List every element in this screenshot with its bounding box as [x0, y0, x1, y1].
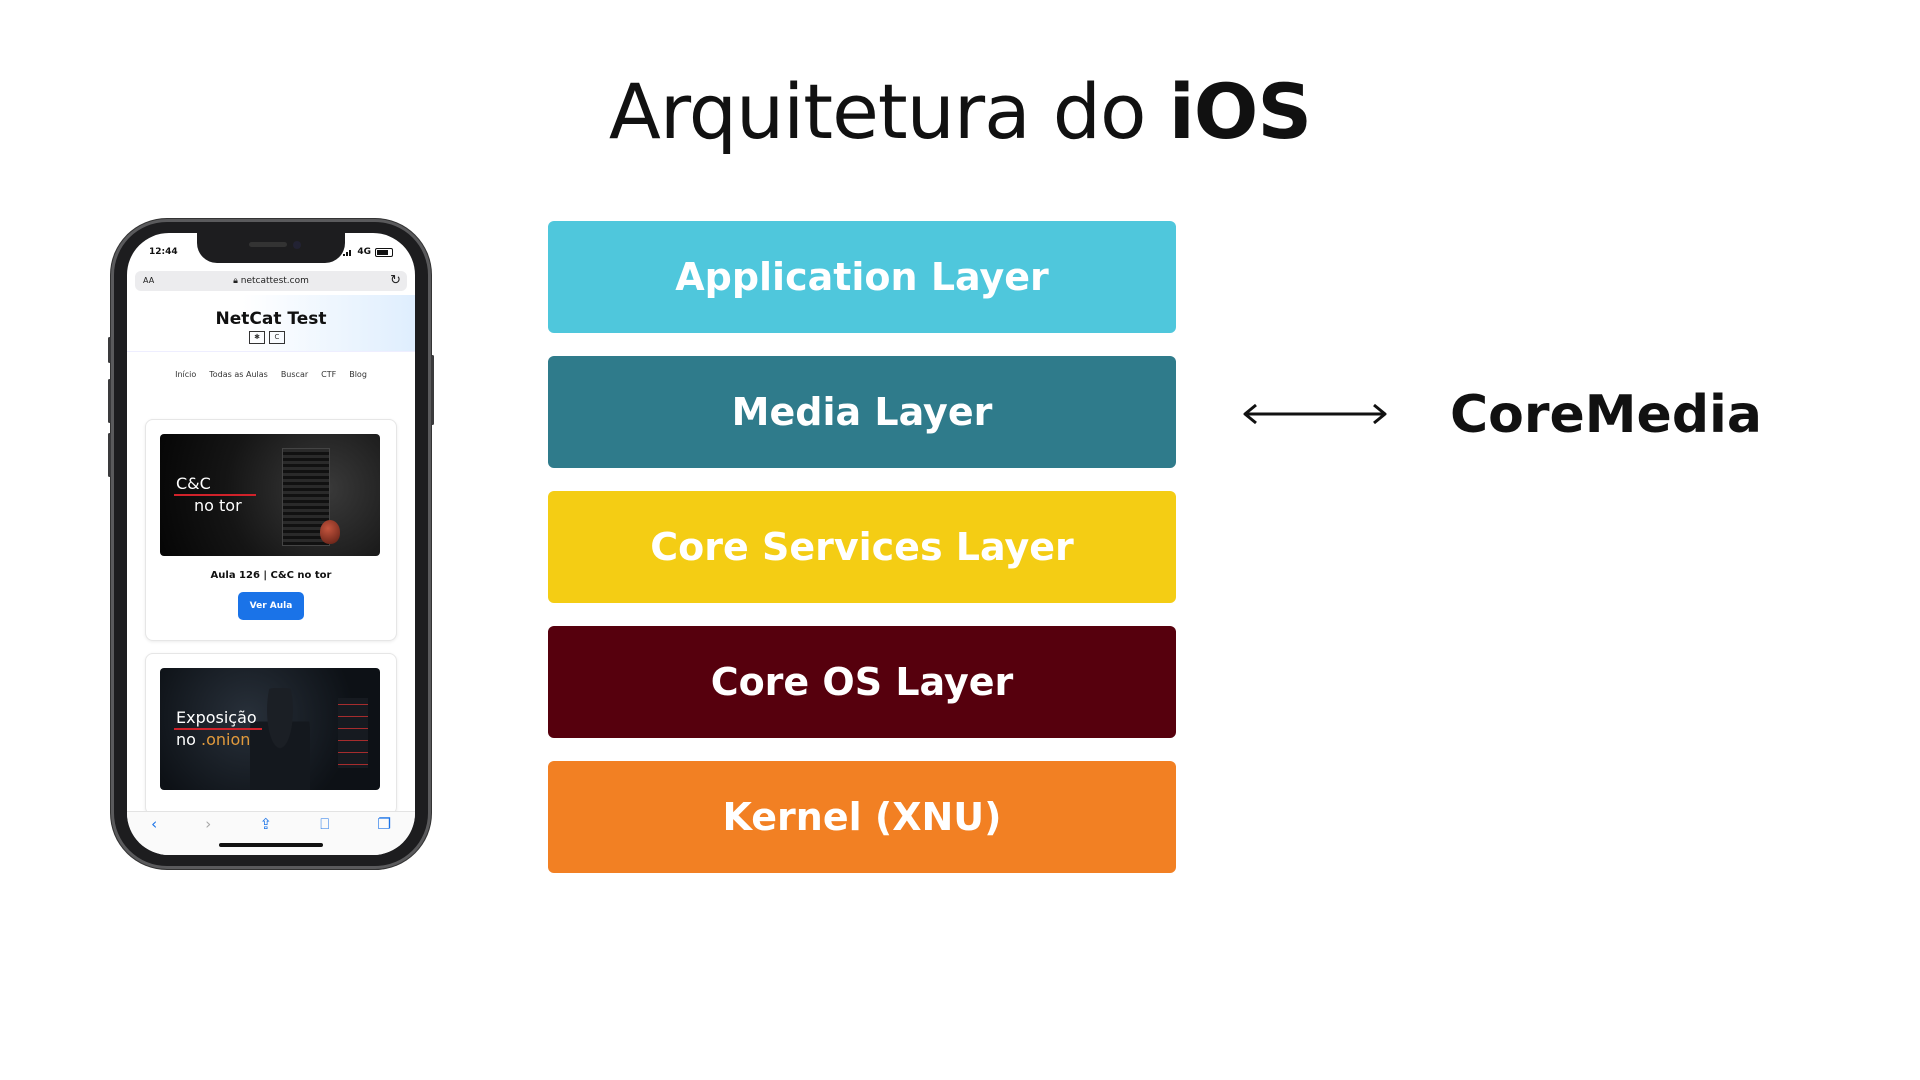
nav-item-inicio[interactable]: Início: [175, 370, 197, 379]
layer-application: Application Layer: [548, 221, 1176, 333]
home-indicator: [219, 843, 323, 847]
lesson-title: Aula 126 | C&C no tor: [210, 570, 332, 581]
ver-aula-button[interactable]: Ver Aula: [238, 592, 304, 620]
nav-item-todas-as-aulas[interactable]: Todas as Aulas: [209, 370, 268, 379]
lesson-thumbnail[interactable]: Exposição no .onion: [160, 668, 380, 790]
double-arrow-icon: [1243, 403, 1387, 425]
layer-media: Media Layer: [548, 356, 1176, 468]
tabs-icon[interactable]: ❐: [377, 815, 391, 833]
lesson-card: Exposição no .onion: [145, 653, 397, 815]
volume-up-button: [108, 379, 111, 423]
camera-icon: [293, 241, 301, 249]
phone-screen: 12:44 4G AA 🔒︎ netcattest.com ↻ NetCat T…: [127, 233, 415, 855]
lock-icon: 🔒︎: [233, 276, 238, 286]
status-network: 4G: [343, 247, 393, 257]
site-header: NetCat Test ✱ C: [127, 295, 415, 352]
text-size-button[interactable]: AA: [143, 276, 155, 285]
notch: [197, 233, 345, 263]
url-text[interactable]: 🔒︎ netcattest.com: [135, 276, 407, 286]
share-icon[interactable]: ⇪: [259, 815, 273, 833]
bookmarks-icon[interactable]: ⎕: [320, 815, 330, 833]
speaker: [249, 242, 287, 247]
vase-image: [320, 520, 340, 544]
coremedia-label: CoreMedia: [1450, 385, 1762, 445]
back-icon[interactable]: ‹: [151, 815, 158, 833]
layer-core-os: Core OS Layer: [548, 626, 1176, 738]
server-leds-image: [338, 698, 368, 768]
thumb-text-line2: no .onion: [176, 730, 251, 749]
signal-icon: [343, 249, 353, 256]
url-value: netcattest.com: [240, 276, 309, 286]
battery-icon: [375, 247, 393, 257]
title-bold: iOS: [1168, 67, 1312, 156]
site-badges: ✱ C: [249, 331, 285, 344]
site-nav: Início Todas as Aulas Buscar CTF Blog: [127, 370, 415, 379]
site-title[interactable]: NetCat Test: [215, 309, 327, 329]
status-time: 12:44: [149, 247, 178, 257]
layer-kernel: Kernel (XNU): [548, 761, 1176, 873]
nav-item-buscar[interactable]: Buscar: [280, 370, 309, 379]
address-bar[interactable]: AA 🔒︎ netcattest.com ↻: [135, 271, 407, 291]
thumb-underline: [174, 728, 262, 730]
site-badge: ✱: [249, 331, 265, 344]
page-title: Arquitetura do iOS: [0, 62, 1920, 162]
person-image: [250, 688, 310, 790]
title-regular: Arquitetura do: [608, 67, 1169, 156]
volume-down-button: [108, 433, 111, 477]
power-button: [431, 355, 434, 425]
nav-item-blog[interactable]: Blog: [349, 370, 367, 379]
site-badge: C: [269, 331, 285, 344]
status-bar: 12:44 4G: [127, 233, 415, 267]
thumb-text-line2: no tor: [194, 496, 242, 515]
lesson-card: C&C no tor Aula 126 | C&C no tor Ver Aul…: [145, 419, 397, 641]
silent-switch: [108, 337, 111, 363]
forward-icon[interactable]: ›: [205, 815, 212, 833]
nav-item-ctf[interactable]: CTF: [321, 370, 337, 379]
thumb-text-line1: Exposição: [176, 708, 257, 727]
iphone-mockup: 12:44 4G AA 🔒︎ netcattest.com ↻ NetCat T…: [108, 219, 434, 869]
browser-toolbar: ‹ › ⇪ ⎕ ❐: [127, 811, 415, 855]
lesson-thumbnail[interactable]: C&C no tor: [160, 434, 380, 556]
network-type: 4G: [357, 247, 371, 257]
reload-icon[interactable]: ↻: [390, 273, 401, 288]
thumb-underline: [174, 494, 256, 496]
thumb-text-line1: C&C: [176, 474, 211, 493]
layer-core-services: Core Services Layer: [548, 491, 1176, 603]
